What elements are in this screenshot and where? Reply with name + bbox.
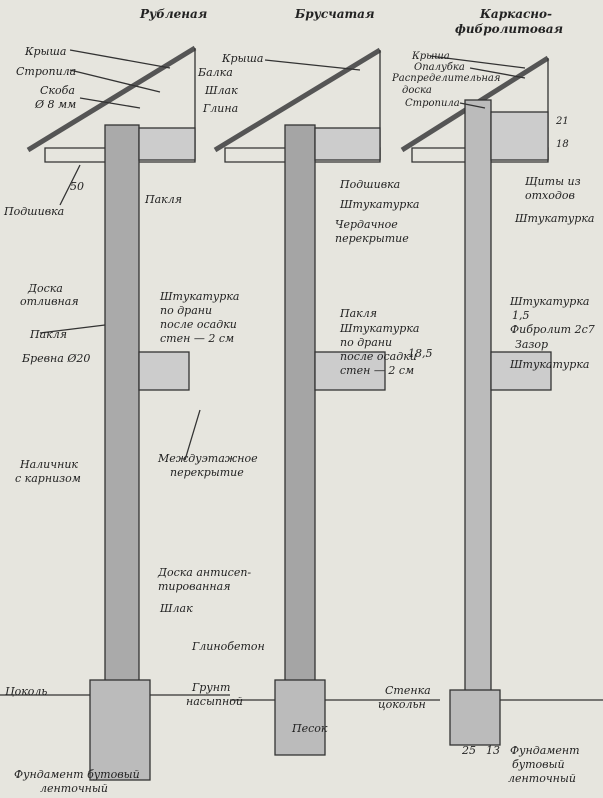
label: Шлак <box>160 602 193 615</box>
label: Стропила <box>405 98 460 109</box>
title-frame-1: Каркасно- <box>480 7 553 21</box>
label: Стенка <box>385 684 431 697</box>
label: Бревна Ø20 <box>22 352 91 365</box>
label: Опалубка <box>414 62 465 73</box>
label: стен — 2 см <box>340 364 415 377</box>
timber-wall <box>284 124 316 686</box>
label: перекрытие <box>335 232 409 245</box>
dimension: 13 <box>486 744 500 757</box>
label: Штукатурка <box>510 295 590 308</box>
label: Штукатурка <box>515 212 595 225</box>
frame-wall <box>464 99 492 701</box>
label: Штукатурка <box>340 198 420 211</box>
label: по драни <box>160 304 213 317</box>
label: Распределительная <box>392 73 501 84</box>
label: Крыша <box>222 52 264 65</box>
label: Щиты из <box>525 175 581 188</box>
label: бутовый <box>512 758 565 771</box>
label: Пакля <box>340 307 378 320</box>
label: Крыша <box>412 51 450 62</box>
label: 1,5 <box>512 309 530 322</box>
label: Глина <box>203 102 239 115</box>
label: Глинобетон <box>192 640 265 653</box>
label: цокольн <box>378 698 426 711</box>
dimension: 18 <box>556 139 569 150</box>
label: Пакля <box>30 328 68 341</box>
title-timber: Брусчатая <box>295 7 375 21</box>
label: Штукатурка <box>160 290 240 303</box>
label: с карнизом <box>15 472 81 485</box>
label: тированная <box>158 580 231 593</box>
label: Фибролит 2с7 <box>510 323 595 336</box>
dimension: 25 <box>462 744 476 757</box>
log-wall <box>104 124 140 686</box>
label: по драни <box>340 336 393 349</box>
dimension: 21 <box>556 116 569 127</box>
label: Ø 8 мм <box>35 98 77 111</box>
label: Наличник <box>20 458 78 471</box>
label: Подшивка <box>340 178 401 191</box>
label: Песок <box>292 722 328 735</box>
label: Цоколь <box>5 685 48 698</box>
label: Крыша <box>25 45 67 58</box>
dimension: 50 <box>70 180 84 193</box>
roof-left <box>26 45 197 153</box>
label: Междуэтажное <box>158 452 258 465</box>
label: стен — 2 см <box>160 332 235 345</box>
label: отходов <box>525 189 575 202</box>
label: доска <box>402 85 432 96</box>
label: Грунт <box>192 681 231 694</box>
title-frame-2: фибролитовая <box>455 22 564 36</box>
label: Штукатурка <box>510 358 590 371</box>
label: Зазор <box>515 338 549 351</box>
label: ленточный <box>508 772 576 785</box>
dimension: 18,5 <box>408 347 433 360</box>
label: Пакля <box>145 193 183 206</box>
label: перекрытие <box>170 466 244 479</box>
label: после осадки <box>160 318 237 331</box>
label: ленточный <box>40 782 108 795</box>
label: Фундамент бутовый <box>14 768 140 781</box>
label: Скоба <box>40 84 75 97</box>
label: Доска <box>28 282 63 295</box>
label: насыпной <box>186 695 243 708</box>
roof-middle <box>213 47 382 153</box>
label: Чердачное <box>335 218 398 231</box>
label: Шлак <box>205 84 238 97</box>
label: после осадки <box>340 350 417 363</box>
label: Доска антисеп- <box>158 566 252 579</box>
label: Штукатурка <box>340 322 420 335</box>
label: Фундамент <box>510 744 580 757</box>
label: Подшивка <box>4 205 65 218</box>
label: Балка <box>198 66 233 79</box>
label: отливная <box>20 295 79 308</box>
title-log: Рубленая <box>140 7 208 21</box>
label: Стропила <box>16 65 77 78</box>
